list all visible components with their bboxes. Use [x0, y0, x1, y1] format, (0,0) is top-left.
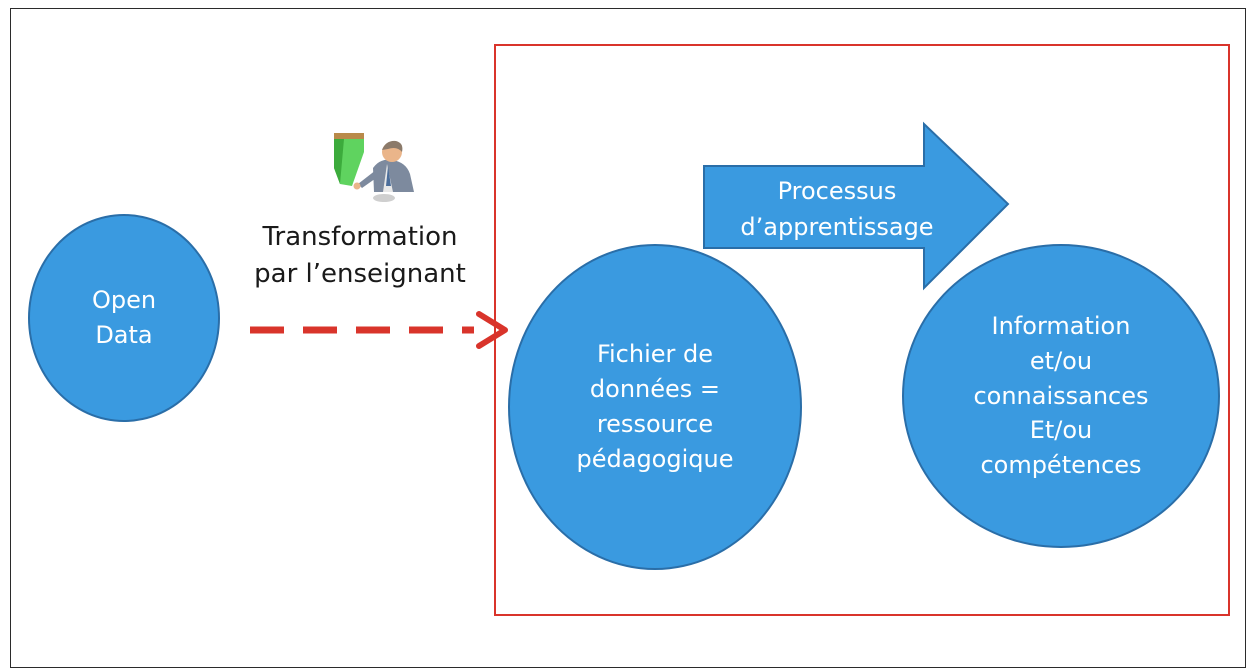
node-information-knowledge-label: Information et/ou connaissances Et/ou co… — [973, 312, 1149, 480]
learning-process-arrow — [703, 121, 1010, 291]
node-open-data-label: Open Data — [91, 286, 157, 349]
learning-process-edge-label: Processus d’apprentissage — [740, 177, 934, 241]
node-open-data: Open Data — [28, 214, 220, 422]
transformation-arrowhead — [476, 311, 508, 349]
node-data-file-resource: Fichier de données = ressource pédagogiq… — [508, 244, 802, 570]
pedagogical-scope-box — [494, 44, 1230, 616]
teacher-at-board-icon — [334, 133, 414, 202]
connector-layer — [250, 121, 1010, 349]
diagram-canvas: Open Data Fichier de données = ressource… — [10, 8, 1246, 668]
transformation-edge-label: Transformation par l’enseignant — [254, 222, 466, 289]
node-data-file-resource-label: Fichier de données = ressource pédagogiq… — [576, 340, 734, 473]
node-information-knowledge: Information et/ou connaissances Et/ou co… — [902, 244, 1220, 548]
